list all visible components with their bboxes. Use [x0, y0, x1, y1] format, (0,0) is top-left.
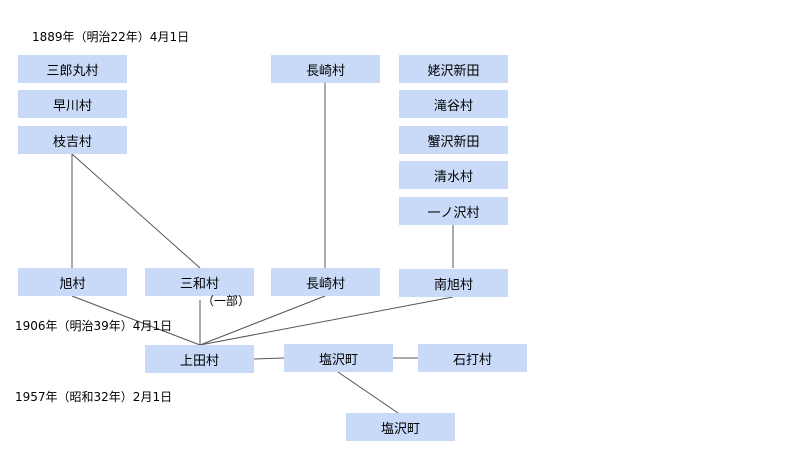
- line-ueda-shiozawa: [252, 357, 285, 360]
- date-1889: 1889年（明治22年）4月1日: [32, 30, 190, 44]
- village-box: 滝谷村: [399, 90, 508, 118]
- village-box: 一ノ沢村: [399, 197, 508, 225]
- village-box-nagasaki: 長崎村: [271, 268, 380, 296]
- village-box-sanwa: 三和村: [145, 268, 254, 296]
- village-box: 清水村: [399, 161, 508, 189]
- village-box-ueda: 上田村: [145, 345, 254, 373]
- line-nagasaki-ueda: [199, 295, 326, 346]
- sanwa-partial-note: （一部）: [202, 294, 251, 308]
- village-box: 三郎丸村: [18, 55, 127, 83]
- village-box: 早川村: [18, 90, 127, 118]
- town-box-result: 塩沢町: [346, 413, 455, 441]
- village-box: 枝吉村: [18, 126, 127, 154]
- village-box: 蟹沢新田: [399, 126, 508, 154]
- line-minamiasahi-ueda: [199, 296, 454, 346]
- village-box-ishiuchi: 石打村: [418, 344, 527, 372]
- line-edayoshi-sanwa: [71, 153, 201, 269]
- village-box: 長崎村: [271, 55, 380, 83]
- line-shiozawa-result: [337, 371, 399, 414]
- line-asahi-ueda: [71, 295, 201, 346]
- date-1957: 1957年（昭和32年）2月1日: [15, 390, 173, 404]
- village-box-minamiasahi: 南旭村: [399, 269, 508, 297]
- village-box-asahi: 旭村: [18, 268, 127, 296]
- village-box: 姥沢新田: [399, 55, 508, 83]
- town-box-shiozawa: 塩沢町: [284, 344, 393, 372]
- date-1906: 1906年（明治39年）4月1日: [15, 319, 173, 333]
